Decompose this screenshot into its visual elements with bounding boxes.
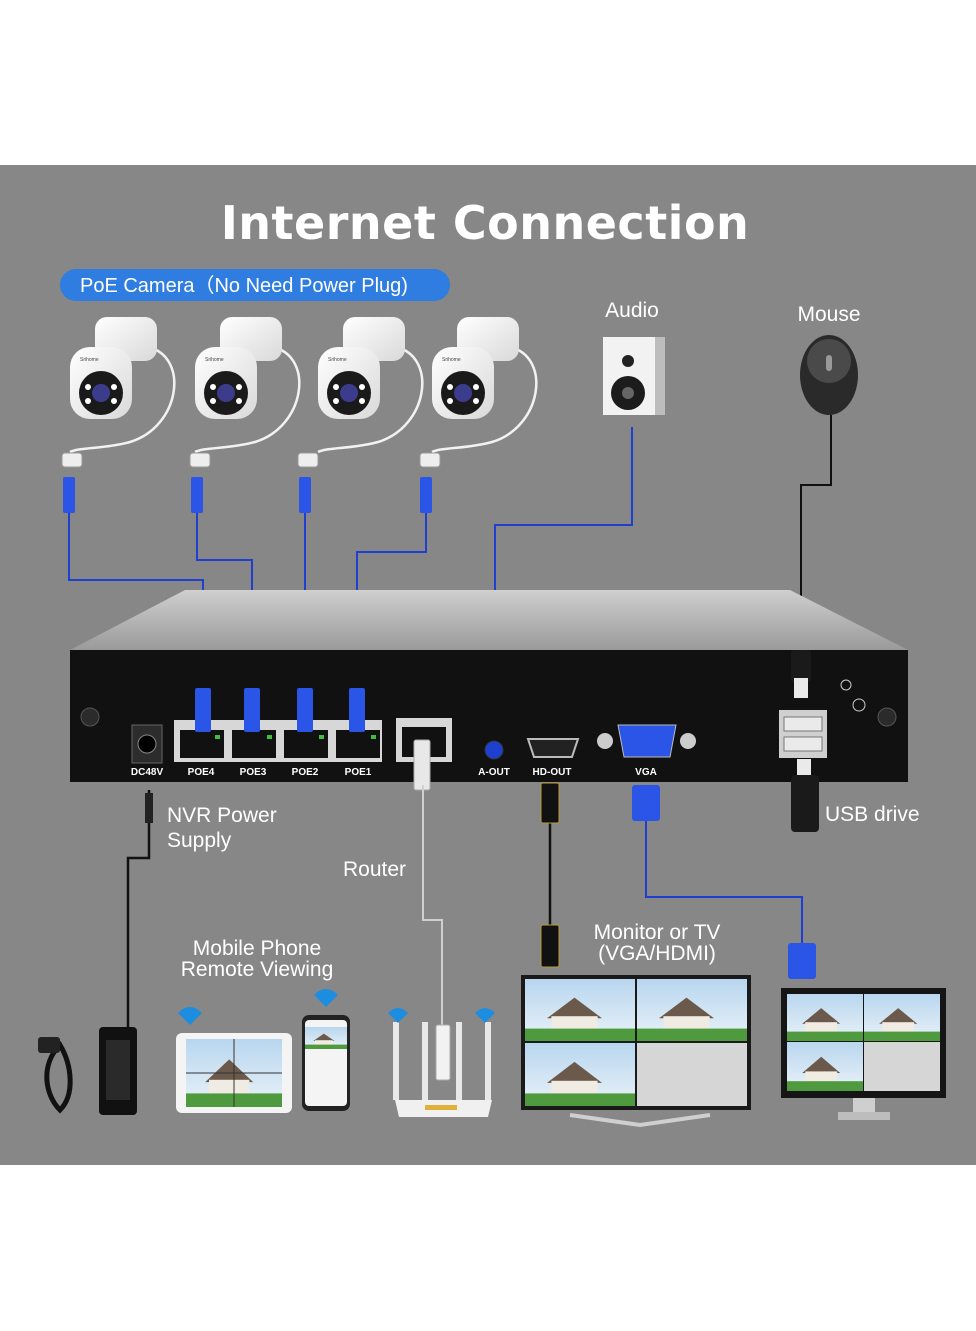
poe-camera-badge: PoE Camera（No Need Power Plug) <box>60 269 450 301</box>
power-plug <box>145 793 153 823</box>
poe-camera-2: Srihome <box>194 317 301 454</box>
camera-brand: Srihome <box>328 357 347 363</box>
poe4-label: POE4 <box>188 767 215 778</box>
monitor-label-1: Monitor or TV <box>594 921 721 944</box>
camera-brand: Srihome <box>205 357 224 363</box>
mobile-label-1: Mobile Phone <box>193 937 321 960</box>
poe-camera-badge-text: PoE Camera（No Need Power Plug) <box>80 274 408 297</box>
vga-plug-bottom <box>788 943 816 979</box>
speaker-icon <box>603 337 665 415</box>
hdmi-plug-top <box>540 782 560 824</box>
vga-port: VGA <box>597 724 696 778</box>
hdmi-plug-bottom <box>540 924 560 968</box>
poe-rj45-plugs <box>195 688 365 732</box>
mouse-cable <box>800 415 832 650</box>
connection-diagram: Internet Connection PoE Camera（No Need P… <box>38 196 946 1128</box>
power-cable <box>126 790 151 1035</box>
vga-cable <box>645 805 803 955</box>
camera-rj45-plugs <box>63 477 432 513</box>
camera-brand: Srihome <box>80 357 99 363</box>
poe-camera-3: Srihome <box>317 317 424 454</box>
mouse-label: Mouse <box>797 303 860 326</box>
poe-camera-4: Srihome <box>431 317 538 454</box>
poe-camera-1: Srihome <box>69 317 176 454</box>
dc-port-label: DC48V <box>131 767 164 778</box>
tablet-icon <box>176 1033 292 1113</box>
nvr-power-label-1: NVR Power <box>167 804 277 827</box>
lan-port <box>396 718 452 791</box>
vga-plug-top <box>632 785 660 821</box>
audio-label: Audio <box>605 299 659 322</box>
usb-drive-label: USB drive <box>825 803 920 826</box>
hdout-label: HD-OUT <box>533 767 572 778</box>
camera-brand: Srihome <box>442 357 461 363</box>
usb-ports <box>779 650 827 832</box>
router-icon <box>393 1022 492 1117</box>
aout-label: A-OUT <box>478 767 510 778</box>
title: Internet Connection <box>221 196 750 250</box>
mobile-wifi-icons <box>178 989 338 1025</box>
mouse-icon <box>800 335 858 415</box>
router-label: Router <box>343 858 406 881</box>
poe3-label: POE3 <box>240 767 267 778</box>
diagram-panel: Internet Connection PoE Camera（No Need P… <box>0 165 976 1165</box>
router-cable <box>422 785 443 1025</box>
vga-label: VGA <box>635 767 657 778</box>
dc-power-port: DC48V <box>131 724 164 778</box>
power-adapter-icon <box>38 1027 137 1115</box>
poe1-label: POE1 <box>345 767 372 778</box>
hdmi-port: HD-OUT <box>526 738 580 778</box>
monitor-label-2: (VGA/HDMI) <box>598 942 716 965</box>
camera-pigtail-connectors <box>61 452 441 468</box>
monitor-icon <box>781 988 946 1120</box>
smartphone-icon <box>302 1015 350 1111</box>
mobile-label-2: Remote Viewing <box>181 958 334 981</box>
nvr-power-label-2: Supply <box>167 829 232 852</box>
audio-out-port: A-OUT <box>478 740 510 778</box>
poe2-label: POE2 <box>292 767 319 778</box>
tv-icon <box>521 975 751 1128</box>
router-wifi-icons <box>388 1008 495 1023</box>
